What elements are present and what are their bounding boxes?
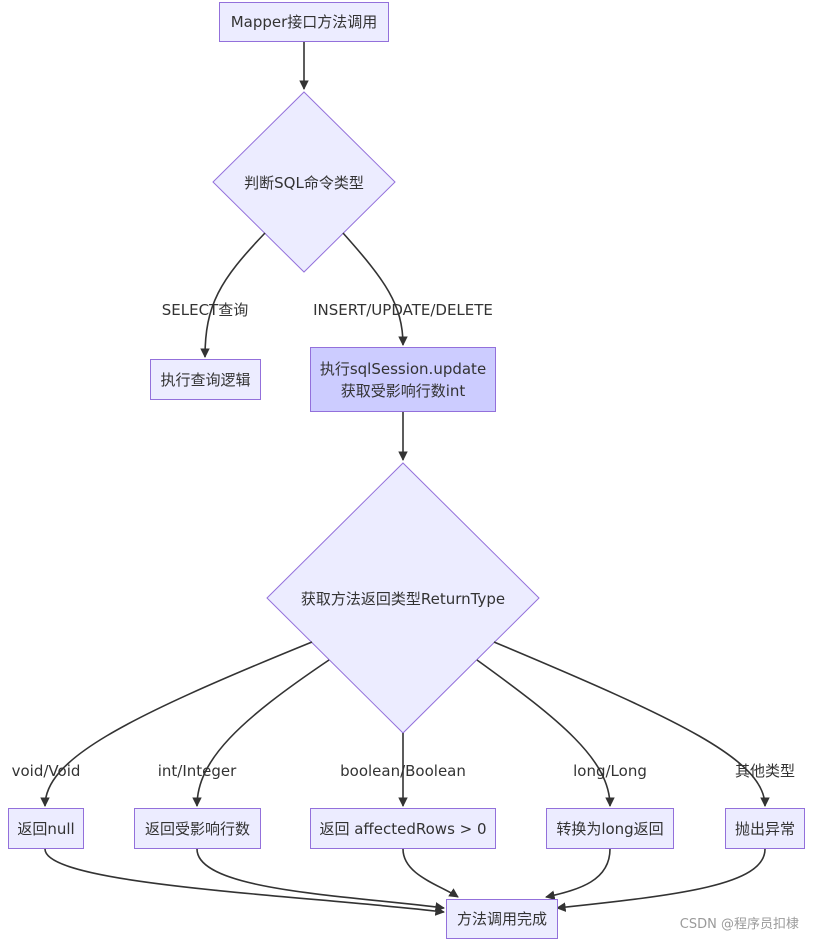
decision-sql-diamond bbox=[212, 91, 396, 273]
update-label-line2: 获取受影响行数int bbox=[340, 381, 466, 400]
edge-label-modify: INSERT/UPDATE/DELETE bbox=[313, 301, 493, 319]
edge-label-other: 其他类型 bbox=[734, 762, 796, 780]
edge-long-to-end bbox=[545, 848, 611, 900]
edge-return-to-long bbox=[476, 659, 615, 807]
return-bool-label: 返回 affectedRows > 0 bbox=[319, 819, 487, 838]
return-rows-node: 返回受影响行数 bbox=[134, 808, 261, 849]
edge-label-boolean: boolean/Boolean bbox=[340, 762, 466, 780]
edge-return-to-rows bbox=[192, 659, 330, 807]
end-label: 方法调用完成 bbox=[456, 910, 547, 928]
return-rows-label: 返回受影响行数 bbox=[144, 819, 250, 838]
edge-label-select: SELECT查询 bbox=[161, 301, 249, 319]
edge-return-to-null bbox=[40, 641, 313, 807]
select-logic-label: 执行查询逻辑 bbox=[160, 370, 251, 389]
edge-label-int: int/Integer bbox=[157, 762, 237, 780]
edge-label-void: void/Void bbox=[11, 762, 81, 780]
update-node: 执行sqlSession.update 获取受影响行数int bbox=[310, 347, 496, 412]
update-label-line1: 执行sqlSession.update bbox=[319, 359, 487, 378]
return-long-node: 转换为long返回 bbox=[546, 808, 674, 849]
watermark: CSDN @程序员扣棣 bbox=[679, 917, 799, 932]
edge-bool-to-end bbox=[402, 848, 459, 898]
edge-sql-to-select bbox=[200, 232, 266, 358]
edge-null-to-end bbox=[44, 848, 445, 916]
throw-exception-node: 抛出异常 bbox=[725, 808, 805, 849]
return-null-label: 返回null bbox=[17, 819, 75, 838]
start-node: Mapper接口方法调用 bbox=[219, 2, 389, 42]
decision-return-label: 获取方法返回类型ReturnType bbox=[300, 589, 506, 608]
end-node: 方法调用完成 bbox=[446, 899, 558, 939]
edge-return-to-throw bbox=[493, 641, 770, 807]
select-logic-node: 执行查询逻辑 bbox=[150, 359, 261, 400]
start-label: Mapper接口方法调用 bbox=[230, 13, 378, 31]
return-bool-node: 返回 affectedRows > 0 bbox=[310, 808, 496, 849]
edge-label-long: long/Long bbox=[573, 762, 647, 780]
edge-throw-to-end bbox=[556, 848, 766, 912]
return-long-label: 转换为long返回 bbox=[556, 819, 664, 838]
edge-rows-to-end bbox=[196, 848, 445, 912]
edge-sql-to-update bbox=[342, 232, 408, 346]
return-null-node: 返回null bbox=[8, 808, 84, 849]
decision-sql-label: 判断SQL命令类型 bbox=[244, 173, 364, 192]
throw-exception-label: 抛出异常 bbox=[734, 819, 795, 838]
